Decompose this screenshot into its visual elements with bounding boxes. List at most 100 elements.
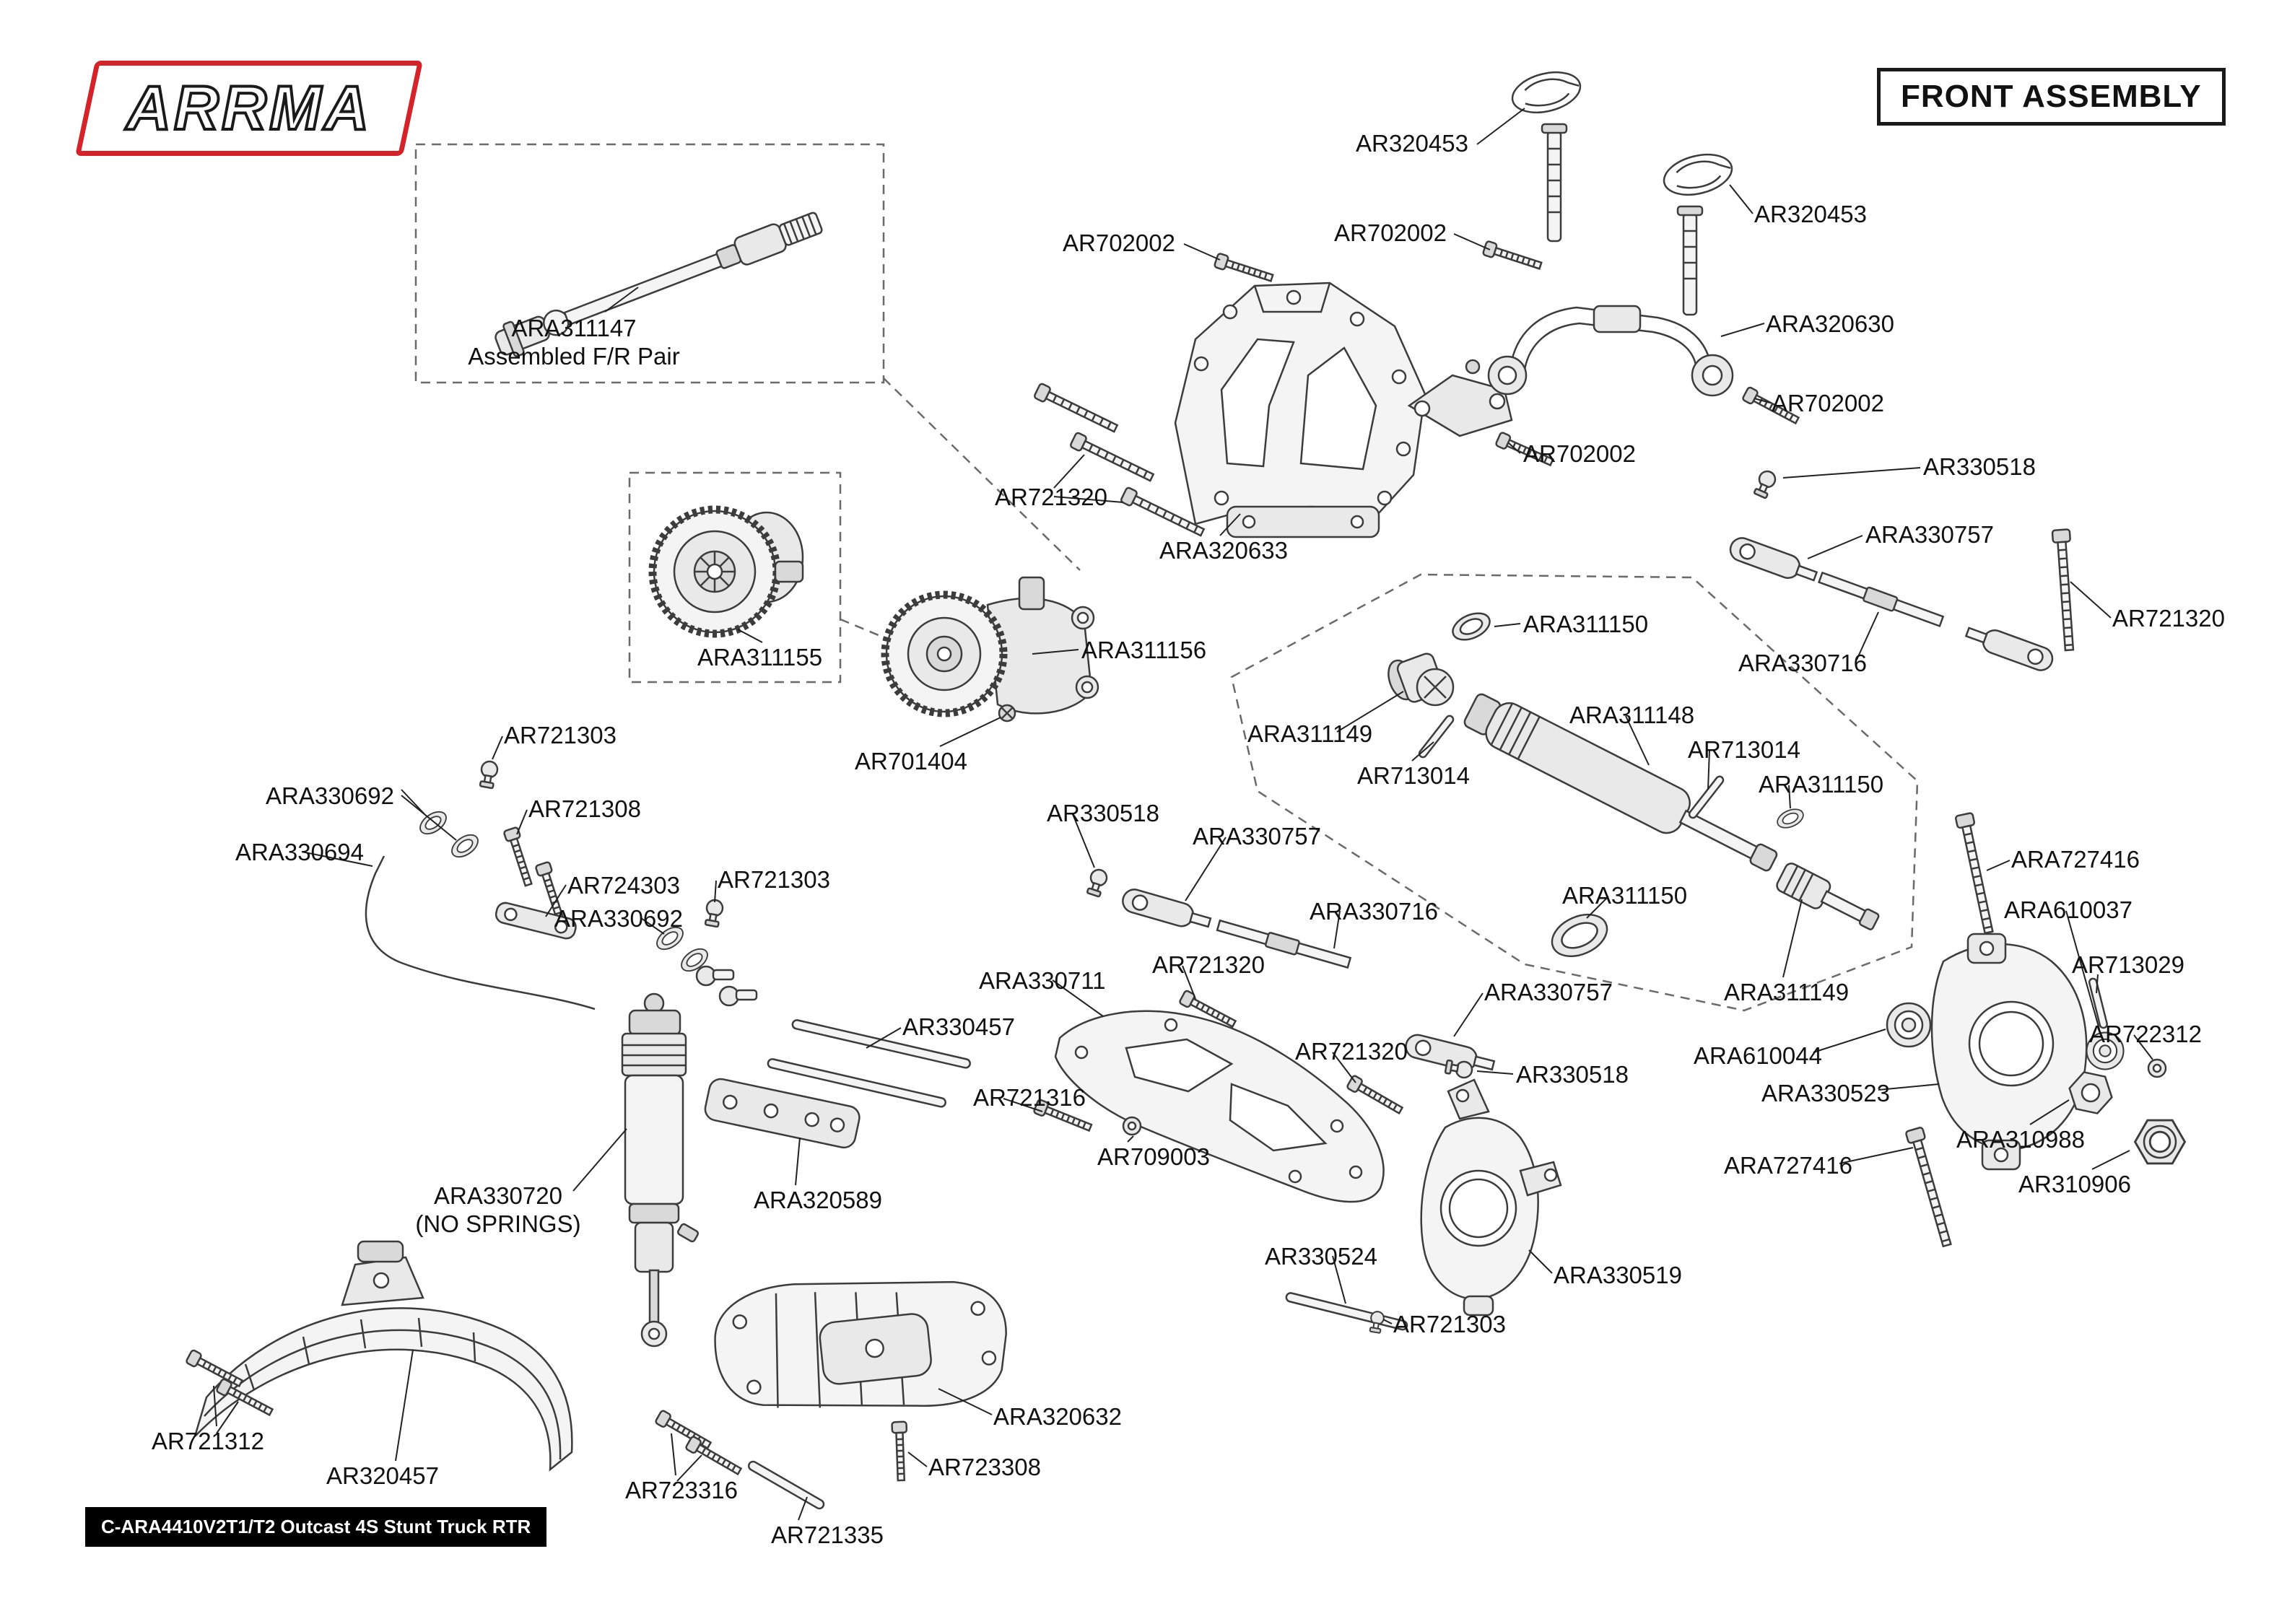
part-label-9-ara330757: ARA330757 — [1865, 521, 1994, 548]
part-label-38-ara727416: ARA727416 — [2011, 846, 2140, 873]
part-label-61-ar723316: AR723316 — [625, 1477, 738, 1503]
part-label-5-ar320453: AR320453 — [1754, 201, 1867, 227]
leader-line — [1782, 899, 1803, 978]
part-label-39-ara610037: ARA610037 — [2004, 896, 2133, 923]
leader-line — [671, 1433, 676, 1476]
leader-line — [1127, 1135, 1134, 1143]
leader-line — [2065, 910, 2100, 1030]
leader-line — [737, 629, 763, 643]
leader-line — [1508, 442, 1521, 454]
part-label-31-ar330518: AR330518 — [1047, 800, 1159, 826]
dashed-region-shock — [1230, 573, 1919, 1012]
part-label-27-ara330694: ARA330694 — [235, 839, 364, 865]
dashed-box-driveshaft — [414, 143, 1081, 571]
part-label-49-ar709003: AR709003 — [1097, 1143, 1210, 1170]
leader-line — [2070, 581, 2112, 619]
sway-bar-ara330694 — [365, 855, 596, 1010]
leader-line — [2029, 1099, 2070, 1125]
leader-line — [1754, 398, 1771, 403]
leader-line — [1336, 691, 1404, 733]
leader-line — [213, 1385, 217, 1427]
leader-line — [1072, 813, 1095, 868]
part-label-24-ar721303: AR721303 — [504, 722, 617, 748]
leader-line — [1053, 454, 1085, 489]
leader-line — [795, 1137, 801, 1186]
part-label-21-ara311148: ARA311148 — [1569, 702, 1695, 728]
nut-ar310906 — [2134, 1119, 2186, 1165]
leader-line — [1856, 611, 1879, 660]
part-label-2-ar320453: AR320453 — [1356, 130, 1468, 157]
leader-line — [1878, 1083, 1940, 1091]
leader-line — [1332, 1255, 1346, 1304]
leader-line — [301, 851, 373, 867]
leader-line — [216, 1401, 239, 1434]
part-label-56-ara330519: ARA330519 — [1554, 1262, 1682, 1288]
part-label-45-ar721316: AR721316 — [973, 1084, 1086, 1111]
leader-line — [545, 884, 567, 917]
part-label-19-ara311149: ARA311149 — [1247, 720, 1373, 747]
leader-line — [1813, 1029, 1886, 1053]
leader-line — [572, 1128, 627, 1192]
diff-ara311155 — [648, 505, 804, 638]
leader-line — [1453, 233, 1491, 250]
leader-line — [604, 287, 639, 313]
leader-line — [907, 1451, 928, 1467]
leader-line — [2096, 974, 2099, 994]
part-label-18-ar701404: AR701404 — [855, 748, 967, 774]
rod-ara330716-1 — [1818, 571, 1945, 628]
part-label-35-ara330711: ARA330711 — [979, 967, 1106, 994]
part-label-26-ar721308: AR721308 — [528, 795, 641, 822]
part-label-33-ara330716: ARA330716 — [1310, 898, 1438, 925]
part-label-53-ar310906: AR310906 — [2018, 1171, 2131, 1197]
part-label-37-ara311149: ARA311149 — [1724, 979, 1850, 1005]
part-label-63-ar721335: AR721335 — [771, 1522, 884, 1548]
part-label-47-ara330757: ARA330757 — [1484, 979, 1613, 1005]
part-label-60-ara320632: ARA320632 — [993, 1403, 1122, 1430]
arrma-logo-text: ARRMA — [125, 72, 373, 144]
leader-line — [938, 1388, 993, 1415]
part-label-29-ara330692: ARA330692 — [554, 905, 683, 932]
bumper-mount — [341, 1240, 424, 1306]
leader-line — [1729, 184, 1754, 214]
leader-line — [640, 917, 665, 935]
leader-line — [1003, 1098, 1043, 1112]
leader-line — [1476, 1070, 1514, 1075]
leader-line — [1782, 467, 1921, 479]
leader-line — [676, 1454, 702, 1482]
part-label-12-ara330716: ARA330716 — [1738, 650, 1867, 676]
bumper-ar320457 — [193, 1307, 573, 1472]
part-label-46-ar721320: AR721320 — [1295, 1038, 1408, 1065]
sway-bar-ball-links — [695, 965, 758, 1007]
coupler-ara311149-1 — [1388, 652, 1455, 707]
leader-line — [1032, 649, 1079, 655]
part-label-44-ar330457: AR330457 — [902, 1013, 1015, 1040]
part-label-22-ar713014: AR713014 — [1688, 736, 1800, 763]
part-label-42-ara610044: ARA610044 — [1694, 1042, 1822, 1069]
part-label-25-ara330692: ARA330692 — [266, 782, 394, 809]
leader-line — [866, 1027, 902, 1049]
leader-lines — [213, 108, 2153, 1521]
part-label-51-ara320589: ARA320589 — [754, 1187, 882, 1213]
leader-line — [1720, 323, 1765, 337]
leader-line — [798, 1496, 808, 1521]
driveshaft-ara311147 — [495, 211, 823, 357]
leader-line — [401, 795, 457, 841]
skid-plate-ara320632 — [714, 1280, 1007, 1408]
part-label-62-ar723308: AR723308 — [928, 1454, 1041, 1480]
leader-line — [1332, 1052, 1356, 1083]
part-label-8-ar330518: AR330518 — [1923, 453, 2036, 480]
shock-ara311148 — [1463, 693, 1778, 872]
dashed-box-diff — [628, 471, 893, 684]
model-code-badge: C-ARA4410V2T1/T2 Outcast 4S Stunt Truck … — [85, 1507, 547, 1547]
axle-ara311149-2 — [1776, 863, 1880, 930]
part-label-4-ar702002: AR702002 — [1334, 219, 1447, 246]
part-label-17-ara311156: ARA311156 — [1081, 637, 1207, 663]
steering-bellcrank — [1407, 359, 1513, 437]
shock-tower-ara320633 — [1174, 281, 1426, 538]
leader-line — [1986, 860, 2011, 871]
leader-line — [1476, 108, 1525, 145]
leader-line — [1183, 243, 1221, 261]
shock-ara330720 — [621, 992, 700, 1348]
